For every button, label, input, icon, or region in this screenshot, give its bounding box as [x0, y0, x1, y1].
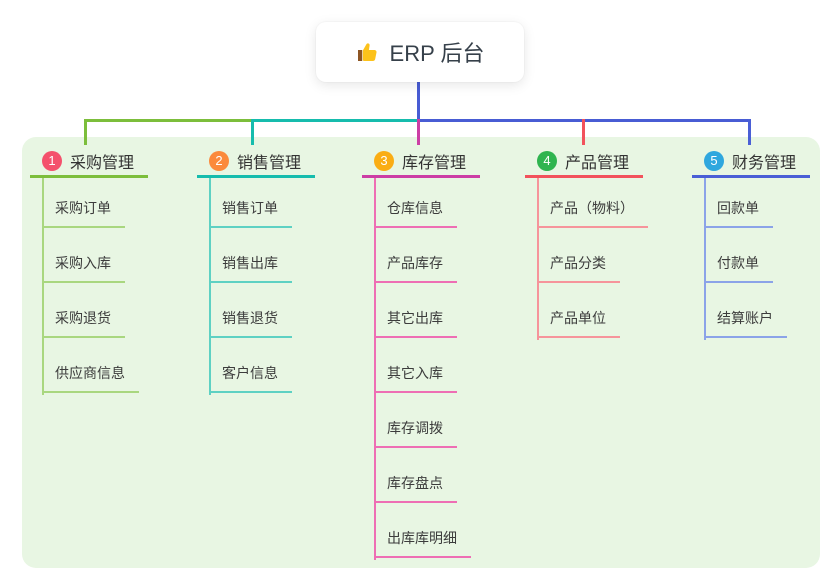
branch-title-label: 库存管理 [402, 154, 467, 172]
branch-title-node[interactable]: 2 销售管理 [197, 148, 316, 178]
connector-drop-branch-2 [251, 119, 254, 145]
child-row: 产品单位 [537, 283, 648, 338]
child-node[interactable]: 客户信息 [209, 363, 292, 393]
mindmap-background-panel [22, 137, 820, 568]
branch-2: 2 销售管理销售订单销售出库销售退货客户信息 [197, 148, 316, 395]
branch-title-node[interactable]: 1 采购管理 [30, 148, 149, 178]
root-connector-line [417, 82, 420, 122]
root-node-label: ERP 后台 [389, 41, 485, 66]
child-node[interactable]: 销售退货 [209, 308, 292, 338]
child-row: 产品（物料） [537, 178, 648, 228]
thumbs-up-icon [356, 40, 380, 64]
connector-drop-branch-1 [84, 119, 87, 145]
child-node[interactable]: 产品单位 [537, 308, 620, 338]
connector-drop-branch-5 [748, 119, 751, 145]
branch-number-badge: 2 [209, 150, 229, 171]
branch-title-node[interactable]: 4 产品管理 [525, 148, 644, 178]
branch-title-label: 销售管理 [237, 154, 302, 172]
connector-horizontal-segment-green [85, 119, 252, 122]
child-node[interactable]: 其它入库 [374, 363, 457, 393]
branch-3: 3 库存管理仓库信息产品库存其它出库其它入库库存调拨库存盘点出库库明细 [362, 148, 481, 560]
root-node[interactable]: ERP 后台 [316, 22, 524, 82]
child-node[interactable]: 采购订单 [42, 198, 125, 228]
branch-title-node[interactable]: 3 库存管理 [362, 148, 481, 178]
branch-5: 5 财务管理回款单付款单结算账户 [692, 148, 811, 340]
child-row: 其它入库 [374, 338, 480, 393]
branch-number-badge: 5 [704, 150, 724, 171]
child-row: 产品库存 [374, 228, 480, 283]
child-row: 客户信息 [209, 338, 315, 393]
child-row: 供应商信息 [42, 338, 148, 393]
branch-title-label: 产品管理 [565, 154, 630, 172]
child-node[interactable]: 产品（物料） [537, 198, 648, 228]
child-row: 销售出库 [209, 228, 315, 283]
branch-connector-line [42, 178, 44, 395]
child-row: 出库库明细 [374, 503, 480, 558]
child-node[interactable]: 结算账户 [704, 308, 787, 338]
branch-number-badge: 4 [537, 150, 557, 171]
child-row: 其它出库 [374, 283, 480, 338]
child-row: 库存盘点 [374, 448, 480, 503]
branch-connector-line [704, 178, 706, 340]
child-row: 回款单 [704, 178, 810, 228]
child-row: 付款单 [704, 228, 810, 283]
child-node[interactable]: 采购退货 [42, 308, 125, 338]
branch-title-node[interactable]: 5 财务管理 [692, 148, 811, 178]
child-node[interactable]: 采购入库 [42, 253, 125, 283]
child-row: 采购入库 [42, 228, 148, 283]
child-row: 销售退货 [209, 283, 315, 338]
child-row: 采购退货 [42, 283, 148, 338]
branch-1: 1 采购管理采购订单采购入库采购退货供应商信息 [30, 148, 149, 395]
branch-connector-line [209, 178, 211, 395]
child-node[interactable]: 销售出库 [209, 253, 292, 283]
child-node[interactable]: 回款单 [704, 198, 773, 228]
branch-4: 4 产品管理产品（物料） 产品分类产品单位 [525, 148, 648, 340]
child-node[interactable]: 仓库信息 [374, 198, 457, 228]
branch-number-badge: 3 [374, 150, 394, 171]
child-node[interactable]: 库存盘点 [374, 473, 457, 503]
child-row: 库存调拨 [374, 393, 480, 448]
child-row: 销售订单 [209, 178, 315, 228]
child-node[interactable]: 付款单 [704, 253, 773, 283]
child-node[interactable]: 库存调拨 [374, 418, 457, 448]
branch-title-label: 采购管理 [70, 154, 135, 172]
child-node[interactable]: 其它出库 [374, 308, 457, 338]
child-node[interactable]: 产品库存 [374, 253, 457, 283]
child-node[interactable]: 出库库明细 [374, 528, 471, 558]
branch-connector-line [537, 178, 539, 340]
child-node[interactable]: 销售订单 [209, 198, 292, 228]
child-node[interactable]: 供应商信息 [42, 363, 139, 393]
child-node[interactable]: 产品分类 [537, 253, 620, 283]
branch-number-badge: 1 [42, 150, 62, 171]
branch-title-label: 财务管理 [732, 154, 797, 172]
connector-horizontal-segment-teal [252, 119, 420, 122]
child-row: 产品分类 [537, 228, 648, 283]
child-row: 采购订单 [42, 178, 148, 228]
branch-connector-line [374, 178, 376, 560]
child-row: 仓库信息 [374, 178, 480, 228]
connector-drop-branch-3 [417, 119, 420, 145]
connector-drop-branch-4 [582, 119, 585, 145]
child-row: 结算账户 [704, 283, 810, 338]
